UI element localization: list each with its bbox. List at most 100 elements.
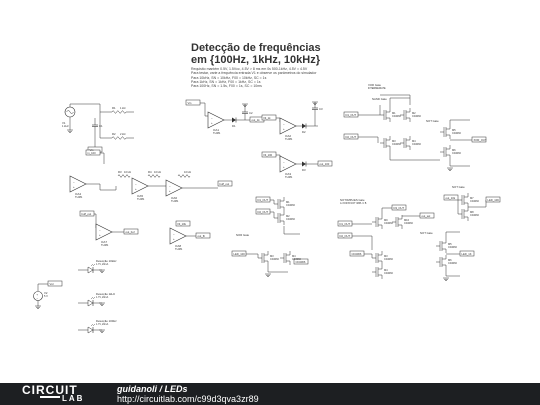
opamp-label: OA7 bbox=[101, 240, 107, 244]
wire bbox=[110, 186, 117, 191]
wire bbox=[37, 283, 48, 291]
note-line: Para 1kHz, SN = 1kHz, F00 = 1kHz, SC = 1… bbox=[191, 79, 261, 84]
net-label-text: D3_OUT bbox=[394, 206, 405, 210]
opamp-minus: − bbox=[99, 228, 101, 232]
parts: −+−+−+−+−+−+−+−++− bbox=[33, 99, 501, 334]
capacitor-label: C2 bbox=[249, 111, 253, 115]
resistor-value: 1 kΩ bbox=[120, 106, 125, 110]
capacitor-label: C3 bbox=[319, 107, 323, 111]
opamp-plus: + bbox=[283, 165, 285, 169]
ground-symbol bbox=[312, 101, 318, 105]
net-label-box bbox=[443, 194, 459, 201]
net-label-text: out_flt bbox=[198, 234, 206, 238]
wire bbox=[270, 199, 275, 204]
diode-symbol bbox=[302, 123, 306, 129]
source-label: V1 bbox=[62, 121, 66, 125]
mosfet-symbol bbox=[380, 136, 391, 150]
net-label-box bbox=[255, 196, 271, 203]
opamp-symbol bbox=[207, 111, 225, 129]
opamp-minus: − bbox=[211, 116, 213, 120]
opamp-symbol bbox=[279, 155, 297, 173]
net-label-box bbox=[343, 133, 359, 140]
gate-label: XOR Gate bbox=[368, 83, 381, 87]
net-label-text: D1_OUT bbox=[346, 113, 357, 117]
resistor-value: 10 kΩ bbox=[154, 170, 161, 174]
opamp-label: OA5 bbox=[137, 194, 143, 198]
opamp-plus: + bbox=[283, 127, 285, 131]
ac-source-wave bbox=[66, 110, 74, 114]
wire bbox=[246, 253, 259, 258]
wire bbox=[352, 235, 373, 250]
opamp-minus: − bbox=[73, 180, 75, 184]
net-label-box bbox=[47, 280, 63, 287]
led-symbol bbox=[87, 299, 94, 307]
opamp-label: OA2 bbox=[285, 134, 291, 138]
net-label-text: out_sel bbox=[422, 214, 431, 218]
mosfet-type: CD4066 bbox=[384, 222, 393, 225]
mosfet-symbol bbox=[440, 125, 451, 139]
opamp-minus: − bbox=[283, 160, 285, 164]
net-label-box bbox=[349, 250, 365, 257]
wire bbox=[449, 159, 470, 167]
opamp-plus: + bbox=[173, 237, 175, 241]
net-label-box bbox=[195, 232, 211, 239]
resistor-symbol bbox=[117, 174, 131, 178]
mosfet-label: M1 bbox=[286, 200, 290, 204]
mosfet-label: M6 bbox=[452, 148, 456, 152]
mosfet-type: CD4066 bbox=[392, 115, 401, 118]
mosfet-type: CD4066 bbox=[286, 204, 295, 207]
net-label-box bbox=[317, 160, 333, 167]
gate-label: NAND Gate bbox=[372, 97, 387, 101]
wire bbox=[276, 154, 281, 160]
net-label-box bbox=[419, 212, 435, 219]
mosfet-symbol bbox=[400, 108, 411, 122]
footer-bar: CIRCUIT LAB guidanoli / LEDs http://circ… bbox=[0, 383, 540, 405]
led-label: Detecção 1kHz bbox=[96, 292, 116, 296]
wire bbox=[99, 112, 112, 139]
resistor-symbol bbox=[111, 136, 127, 140]
led-rays bbox=[90, 263, 96, 267]
net-label-box bbox=[255, 208, 271, 215]
net-label-box bbox=[185, 99, 201, 106]
resistor-symbol bbox=[177, 174, 191, 178]
mosfet-symbol bbox=[274, 211, 285, 225]
description-notes: Requisito mantém 0.5V, 1.5Vcc, 4.5V > 8 … bbox=[191, 67, 351, 88]
net-label-text: D2_OUT bbox=[346, 135, 357, 139]
mosfet-symbol bbox=[380, 108, 391, 122]
mosfet-symbol bbox=[372, 265, 383, 279]
schematic-url[interactable]: http://circuitlab.com/c99d3qva3zr89 bbox=[117, 394, 259, 404]
net-label-text: LED_10K bbox=[488, 198, 500, 202]
resistor-symbol bbox=[111, 110, 127, 114]
net-label-box bbox=[343, 111, 359, 118]
wire bbox=[94, 213, 97, 228]
opamp-plus: + bbox=[99, 233, 101, 237]
mosfet-type: CD4066 bbox=[470, 200, 479, 203]
net-label-text: LED_100 bbox=[234, 252, 246, 256]
net-label-text: buff_out bbox=[220, 182, 230, 186]
mosfet-type: CD4066 bbox=[412, 143, 421, 146]
note-line: Requisito mantém 0.5V, 1.5Vcc, 4.5V > 8 … bbox=[191, 67, 308, 71]
mosfet-label: M2 bbox=[286, 214, 290, 218]
opamp-type: TL081 bbox=[285, 175, 293, 179]
mosfet-symbol bbox=[392, 215, 403, 229]
opamp-minus: − bbox=[169, 184, 171, 188]
wire bbox=[86, 183, 110, 191]
gate-label: NOR Gate bbox=[236, 233, 250, 237]
opamp-symbol bbox=[169, 227, 187, 245]
opamp-type: TL081 bbox=[175, 247, 183, 251]
wire bbox=[358, 105, 381, 116]
wire bbox=[468, 200, 487, 208]
title-line-1: Detecção de frequências bbox=[191, 42, 321, 54]
net-label-text: filt_10k bbox=[178, 222, 187, 226]
mosfet-symbol bbox=[436, 239, 447, 253]
net-label-box bbox=[123, 228, 139, 235]
opamp-symbol bbox=[69, 175, 87, 193]
dc-source-plus: + bbox=[36, 293, 38, 297]
gate-label: NOT Gate bbox=[452, 185, 465, 189]
mosfet-symbol bbox=[436, 255, 447, 269]
net-label-box bbox=[391, 204, 407, 211]
ground-symbol bbox=[265, 273, 271, 277]
opamp-symbol bbox=[165, 179, 183, 197]
